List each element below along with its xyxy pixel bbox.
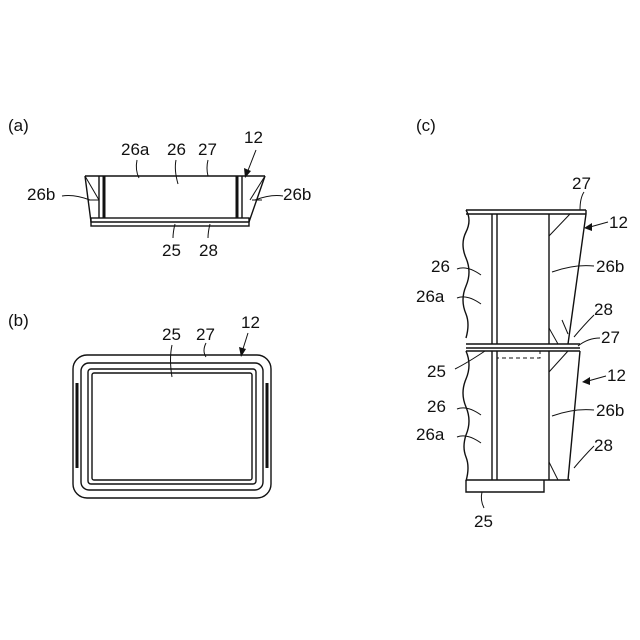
label-b-25: 25 [162,325,181,344]
panel-c-label: (c) [416,116,436,135]
label-a-26b-left: 26b [27,185,55,204]
label-a-28: 28 [199,241,218,260]
label-c-12-mid: 12 [607,366,626,385]
stacked-trays-section [463,210,586,492]
panel-c-leaders [455,192,608,508]
label-c-25-mid: 25 [427,362,446,381]
label-c-26a-top: 26a [416,287,445,306]
label-c-25-bot: 25 [474,512,493,531]
panel-b-label: (b) [8,311,29,330]
label-a-25: 25 [162,241,181,260]
label-c-28-top: 28 [594,300,613,319]
label-a-26a: 26a [121,140,150,159]
label-c-26b-top: 26b [596,257,624,276]
panel-a-label: (a) [8,116,29,135]
label-c-12-top: 12 [609,213,628,232]
label-c-26-bot: 26 [427,397,446,416]
label-c-26-top: 26 [431,257,450,276]
label-c-28-bot: 28 [594,436,613,455]
label-a-26: 26 [167,140,186,159]
label-c-26a-bot: 26a [416,425,445,444]
label-b-27: 27 [196,325,215,344]
tray-side-view [85,176,265,226]
label-c-26b-bot: 26b [596,401,624,420]
label-c-27-mid: 27 [601,328,620,347]
label-c-27-top: 27 [572,174,591,193]
label-a-26b-right: 26b [283,185,311,204]
label-a-27: 27 [198,140,217,159]
label-b-12: 12 [241,313,260,332]
label-a-12: 12 [244,128,263,147]
